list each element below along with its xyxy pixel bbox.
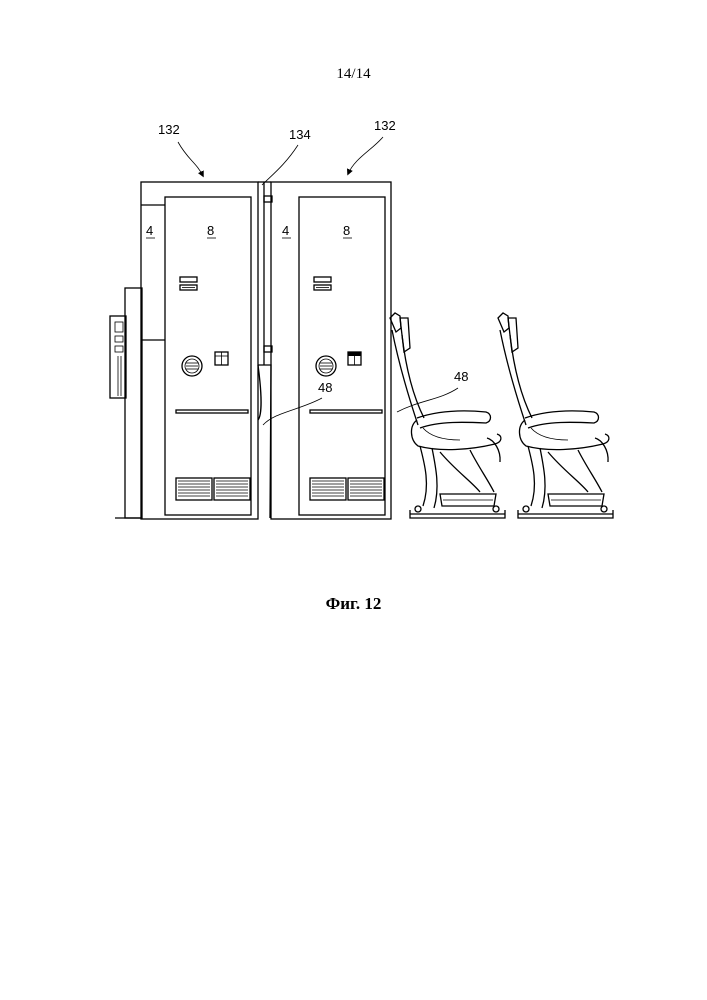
- leader-134: [262, 145, 298, 185]
- wall-panel: [110, 288, 142, 518]
- leader-48-seat: [397, 388, 458, 412]
- label-132-right: 132: [374, 118, 396, 133]
- figure-caption: Фиг. 12: [0, 594, 707, 614]
- label-8-left: 8: [207, 223, 214, 238]
- label-134: 134: [289, 127, 311, 142]
- seat-1: [390, 313, 505, 518]
- partition: [258, 182, 272, 518]
- galley-left: [141, 182, 258, 519]
- label-48-seat: 48: [454, 369, 468, 384]
- leader-arrow-132-left: [178, 142, 203, 176]
- label-8-right: 8: [343, 223, 350, 238]
- seat-2: [498, 313, 613, 518]
- leader-arrow-132-right: [348, 137, 383, 174]
- label-4-left: 4: [146, 223, 153, 238]
- label-4-right: 4: [282, 223, 289, 238]
- label-48-gap: 48: [318, 380, 332, 395]
- leader-48-gap: [263, 398, 322, 425]
- label-132-left: 132: [158, 122, 180, 137]
